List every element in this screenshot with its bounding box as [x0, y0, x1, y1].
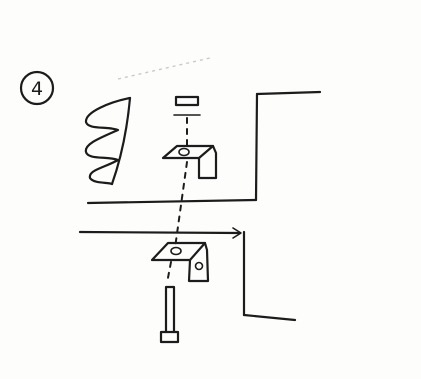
upper-bracket-hole: [178, 147, 190, 157]
spring-coil: [84, 96, 132, 186]
bolt-head: [159, 330, 180, 344]
rail-arrow-icon: [232, 227, 242, 239]
step-circle: [19, 70, 55, 106]
faint-guide-line: [117, 57, 211, 80]
step-number: 4: [31, 78, 43, 100]
bolt-shank: [164, 285, 176, 334]
upper-panel-edge: [254, 92, 259, 202]
lower-panel-bottom: [242, 313, 297, 322]
axis-line-bottom: [166, 261, 172, 284]
lower-flange-hole: [194, 261, 204, 271]
lower-bracket-flange: [187, 241, 210, 283]
bolt: [159, 285, 180, 344]
spring-back: [110, 96, 132, 186]
axis-line-middle: [174, 161, 188, 249]
upper-bracket-flange: [197, 144, 218, 180]
lower-rail: [78, 230, 242, 235]
upper-bracket: [161, 144, 218, 180]
lower-bracket-plate: [150, 241, 207, 262]
washer-top: [173, 95, 201, 116]
upper-panel-top: [255, 90, 322, 96]
step-badge: 4: [19, 70, 55, 106]
nut-block: [174, 95, 200, 107]
upper-bracket-plate: [161, 144, 215, 160]
lower-bracket: [150, 241, 210, 283]
upper-rail: [86, 198, 258, 205]
lower-bracket-hole: [170, 246, 182, 256]
